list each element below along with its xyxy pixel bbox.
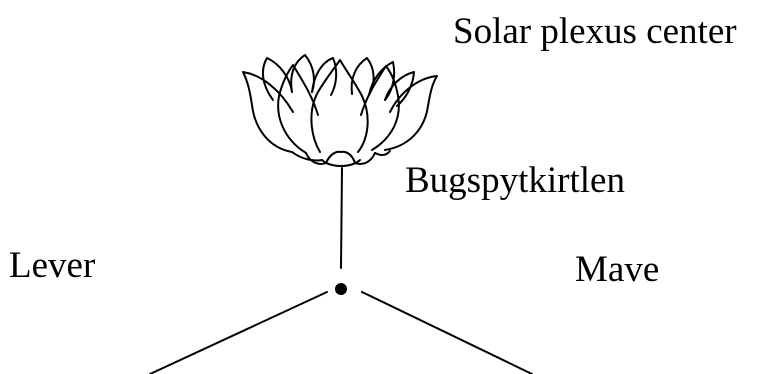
- label-liver: Lever: [9, 245, 96, 286]
- label-pancreas: Bugspytkirtlen: [405, 160, 625, 201]
- lotus-flower-icon: [242, 54, 438, 167]
- branch-left: [149, 291, 328, 374]
- central-dot: [335, 283, 347, 295]
- flower-stem: [340, 167, 343, 269]
- branch-right: [361, 291, 533, 374]
- label-stomach: Mave: [575, 249, 660, 290]
- label-solar-plexus-center: Solar plexus center: [453, 11, 737, 52]
